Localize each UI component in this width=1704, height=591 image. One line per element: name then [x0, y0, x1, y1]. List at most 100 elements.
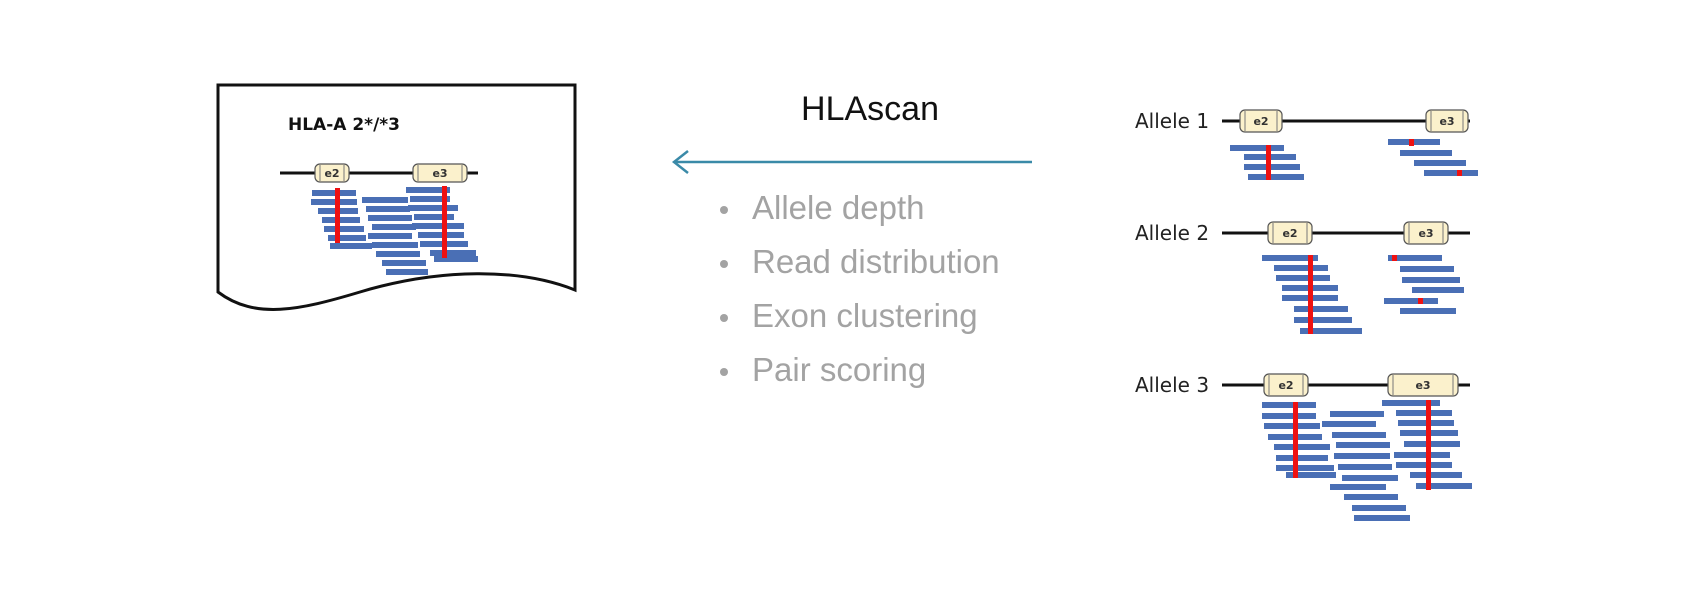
feature-item: Allele depth	[720, 188, 1000, 242]
read-bar	[1262, 402, 1316, 408]
read-bar	[1274, 265, 1328, 271]
read-bar	[1262, 413, 1316, 419]
read-bar	[1400, 308, 1456, 314]
read-bar	[1396, 462, 1452, 468]
exon-label: e2	[1253, 115, 1268, 128]
exon-box	[1403, 221, 1449, 245]
read-bar	[1354, 515, 1410, 521]
feature-label: Read distribution	[752, 243, 1000, 280]
read-bar	[412, 223, 464, 229]
read-bar	[366, 206, 410, 212]
bullet-icon	[720, 206, 728, 214]
read-bar	[1352, 505, 1406, 511]
read-bar	[328, 235, 366, 241]
read-bar	[1416, 483, 1472, 489]
read-bar	[1342, 475, 1398, 481]
read-bar	[1404, 441, 1460, 447]
read-bar	[1294, 317, 1352, 323]
read-bar	[1230, 145, 1284, 151]
read-bar	[1344, 494, 1398, 500]
read-bar	[1332, 432, 1386, 438]
read-bar	[1330, 411, 1384, 417]
read-bar	[1410, 472, 1462, 478]
exon-box	[314, 163, 350, 183]
read-bar	[1388, 255, 1442, 261]
read-bar	[1412, 287, 1464, 293]
exon-box	[1267, 221, 1313, 245]
tool-title: HLAscan	[801, 90, 939, 128]
variant-mark	[1293, 402, 1298, 478]
exon-box	[412, 163, 468, 183]
allele-label-1: Allele 1	[1135, 109, 1210, 133]
read-bar	[1396, 410, 1452, 416]
read-bar	[1286, 472, 1336, 478]
bullet-icon	[720, 368, 728, 376]
bullet-icon	[720, 260, 728, 268]
read-bar	[1248, 174, 1304, 180]
exon-label: e2	[1282, 227, 1297, 240]
exon-box	[1239, 109, 1283, 133]
read-bar	[1276, 455, 1328, 461]
feature-label: Allele depth	[752, 189, 925, 226]
read-bar	[408, 205, 458, 211]
read-bar	[1330, 484, 1386, 490]
read-bar	[1402, 277, 1460, 283]
exon-box	[1425, 109, 1469, 133]
feature-list: Allele depth Read distribution Exon clus…	[720, 188, 1000, 404]
variant-mark	[1392, 255, 1397, 261]
read-bar	[1400, 150, 1452, 156]
document-title: HLA-A 2*/*3	[288, 115, 400, 135]
read-bar	[1382, 400, 1440, 406]
read-bar	[430, 250, 476, 256]
read-bar	[1394, 452, 1450, 458]
read-bar	[406, 187, 450, 193]
read-bar	[1244, 164, 1300, 170]
read-bar	[1384, 298, 1438, 304]
read-bar	[1336, 442, 1390, 448]
read-bar	[324, 226, 364, 232]
read-bar	[434, 256, 478, 262]
read-bar	[372, 224, 416, 230]
variant-mark	[1418, 298, 1423, 304]
feature-item: Read distribution	[720, 242, 1000, 296]
exon-label: e3	[1418, 227, 1433, 240]
variant-mark	[442, 186, 447, 258]
exon-label: e2	[1278, 379, 1293, 392]
read-bar	[414, 214, 454, 220]
read-bar	[311, 199, 357, 205]
exon-label: e3	[1439, 115, 1454, 128]
read-bar	[1400, 266, 1454, 272]
read-bar	[1424, 170, 1478, 176]
allele-label-2: Allele 2	[1135, 221, 1210, 245]
variant-mark	[1308, 255, 1313, 334]
variant-mark	[1266, 145, 1271, 180]
read-bar	[362, 197, 408, 203]
feature-item: Pair scoring	[720, 350, 1000, 404]
read-bar	[1300, 328, 1362, 334]
allele-label-3: Allele 3	[1135, 373, 1210, 397]
variant-mark	[1409, 139, 1414, 146]
read-bar	[312, 190, 356, 196]
read-bar	[1294, 306, 1348, 312]
result-arrow	[671, 150, 1032, 174]
read-bar	[1262, 255, 1318, 261]
feature-item: Exon clustering	[720, 296, 1000, 350]
exon-label: e3	[432, 167, 447, 180]
variant-mark	[1426, 400, 1431, 490]
exon-label: e2	[324, 167, 339, 180]
read-bar	[1264, 423, 1320, 429]
exon-box	[1263, 373, 1309, 397]
read-bar	[1274, 444, 1330, 450]
read-bar	[1276, 275, 1330, 281]
read-bar	[1338, 464, 1392, 470]
read-bar	[368, 233, 412, 239]
read-bar	[410, 196, 450, 202]
read-bar	[1322, 421, 1376, 427]
variant-mark	[335, 188, 340, 243]
read-bar	[1334, 453, 1390, 459]
read-bar	[382, 260, 426, 266]
variant-mark	[1457, 170, 1462, 176]
